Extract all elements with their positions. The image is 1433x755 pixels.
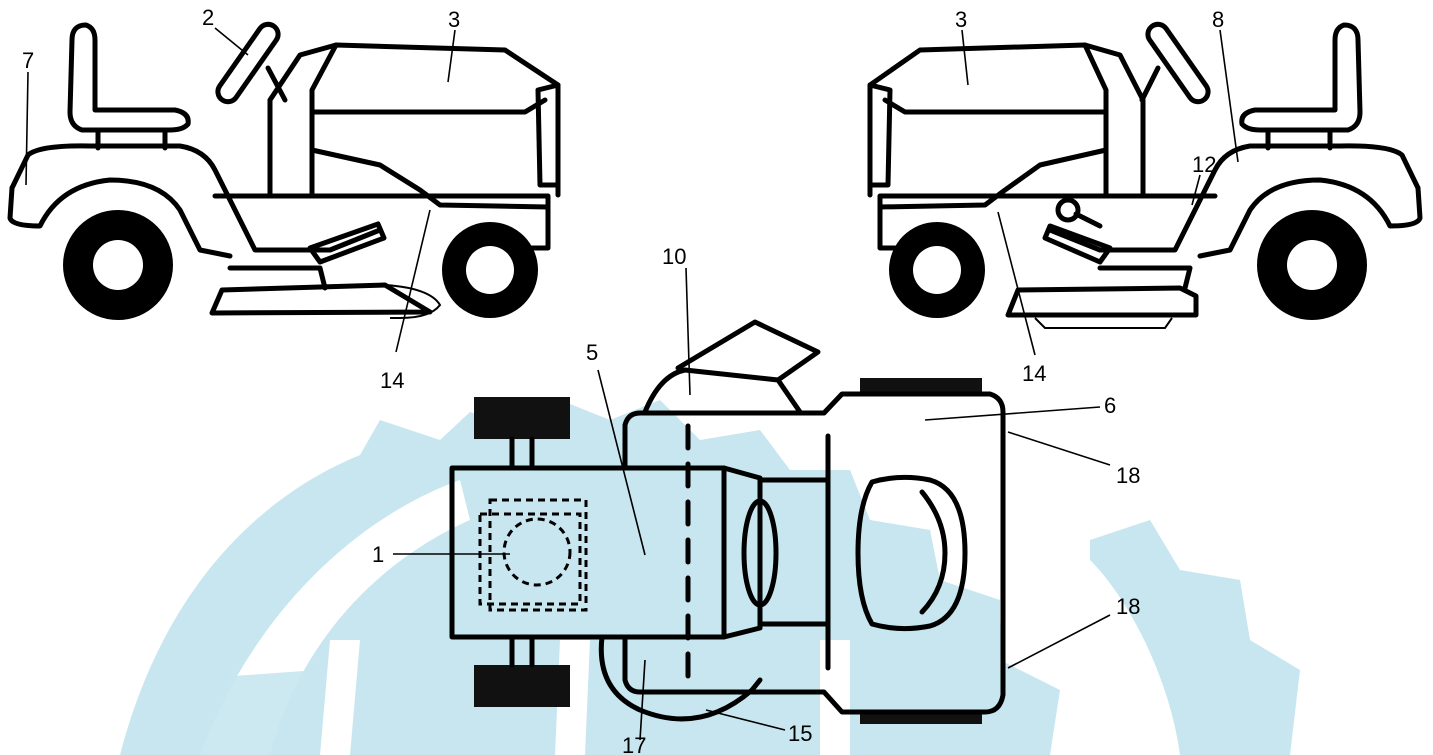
label-18-lower: 18: [1116, 594, 1140, 619]
footrest: [307, 221, 387, 265]
label-10: 10: [662, 244, 686, 269]
top-view: [393, 267, 1111, 741]
top-rear-wheel-upper: [474, 397, 570, 439]
seat-back-r: [1239, 22, 1363, 133]
frame: [212, 193, 551, 251]
label-2: 2: [202, 5, 214, 30]
rear-hub: [93, 240, 143, 290]
leader-2: [214, 27, 249, 56]
deck-chute: [384, 284, 442, 319]
leader-3a: [447, 29, 456, 83]
grille-r: [867, 82, 893, 188]
side-panel: [309, 147, 551, 210]
top-front-wheel-upper: [860, 378, 982, 394]
ignition-key: [1055, 197, 1081, 223]
top-front-wheel-lower: [860, 712, 982, 724]
deck-plate-r: [1034, 317, 1173, 329]
key-shaft: [1073, 211, 1103, 229]
label-7: 7: [22, 48, 34, 73]
mower-deck: [209, 282, 433, 316]
label-14-right: 14: [1022, 361, 1046, 386]
label-8: 8: [1212, 7, 1224, 32]
hood-front: [309, 42, 339, 198]
mower-deck-r: [1005, 285, 1199, 318]
leader-3b: [961, 29, 969, 86]
seat-back: [67, 22, 191, 133]
callout-labels: 7 2 3 14 3 8 12 14 10 5 6 18 1 18 17 15: [22, 5, 1224, 755]
right-side-view: [867, 21, 1423, 356]
leader-15: [705, 709, 786, 731]
rear-axle-lower: [509, 634, 535, 668]
frame-r: [877, 193, 1218, 251]
leader-7: [25, 71, 29, 186]
footrest-r: [1042, 223, 1113, 265]
deck-link: [227, 265, 328, 291]
steering-wheel-r: [1145, 21, 1211, 105]
front-hub: [466, 246, 514, 294]
label-15: 15: [788, 721, 812, 746]
leader-10: [685, 267, 691, 396]
left-side-view: [7, 21, 561, 353]
label-14-left: 14: [380, 368, 404, 393]
leader-17: [639, 659, 646, 741]
rear-fender: [9, 143, 383, 253]
leader-14a: [395, 209, 431, 353]
label-3-left: 3: [448, 7, 460, 32]
hood-front-r: [1082, 42, 1109, 198]
rear-fender-lower-r: [1197, 177, 1423, 259]
watermark-stripe: [175, 620, 1010, 755]
label-5: 5: [586, 340, 598, 365]
hood-r: [867, 42, 1146, 198]
engine-cover-inner: [919, 489, 948, 615]
rear-fender-lower: [7, 177, 233, 259]
top-rear-wheel-lower: [474, 665, 570, 707]
label-1: 1: [372, 542, 384, 567]
rear-fender-r: [1047, 143, 1421, 253]
steering-panel: [721, 465, 763, 640]
gear-watermark: [120, 400, 1300, 755]
collector-loop: [598, 634, 763, 722]
label-6: 6: [1104, 393, 1116, 418]
watermark-gear-teeth: [1090, 520, 1300, 755]
side-panel-r: [877, 147, 1109, 210]
mower-deck-top: [622, 391, 1006, 715]
leader-14b: [997, 211, 1036, 356]
seat-outline: [488, 498, 588, 612]
steering-wheel-top: [741, 498, 779, 608]
rear-axle-upper: [509, 436, 535, 471]
leader-18a: [1007, 431, 1111, 466]
leader-5: [597, 369, 646, 556]
deck-link-r: [1097, 265, 1193, 291]
label-17: 17: [622, 733, 646, 755]
engine-cover: [855, 474, 968, 632]
hood-top: [757, 477, 831, 627]
leader-12: [1191, 174, 1201, 206]
watermark-gap-1: [320, 640, 360, 755]
label-3-right: 3: [955, 7, 967, 32]
hood-panel: [309, 97, 548, 115]
discharge-chute: [642, 319, 821, 415]
steering-column-r: [1139, 65, 1161, 103]
hood-panel-r: [882, 97, 1109, 115]
label-12: 12: [1192, 152, 1216, 177]
steering-column: [265, 65, 288, 103]
rear-hub-r: [1287, 240, 1337, 290]
leader-6: [924, 406, 1101, 421]
leader-8: [1219, 29, 1239, 163]
steering-wheel: [215, 21, 281, 105]
tractor-body: [449, 465, 727, 640]
grille: [535, 82, 561, 188]
seat-outline-back: [478, 512, 582, 606]
front-hub-r: [913, 246, 961, 294]
fuel-cap-outline: [502, 517, 572, 587]
watermark-gap-3: [820, 640, 850, 755]
label-18-upper: 18: [1116, 463, 1140, 488]
leader-18b: [1007, 614, 1111, 669]
